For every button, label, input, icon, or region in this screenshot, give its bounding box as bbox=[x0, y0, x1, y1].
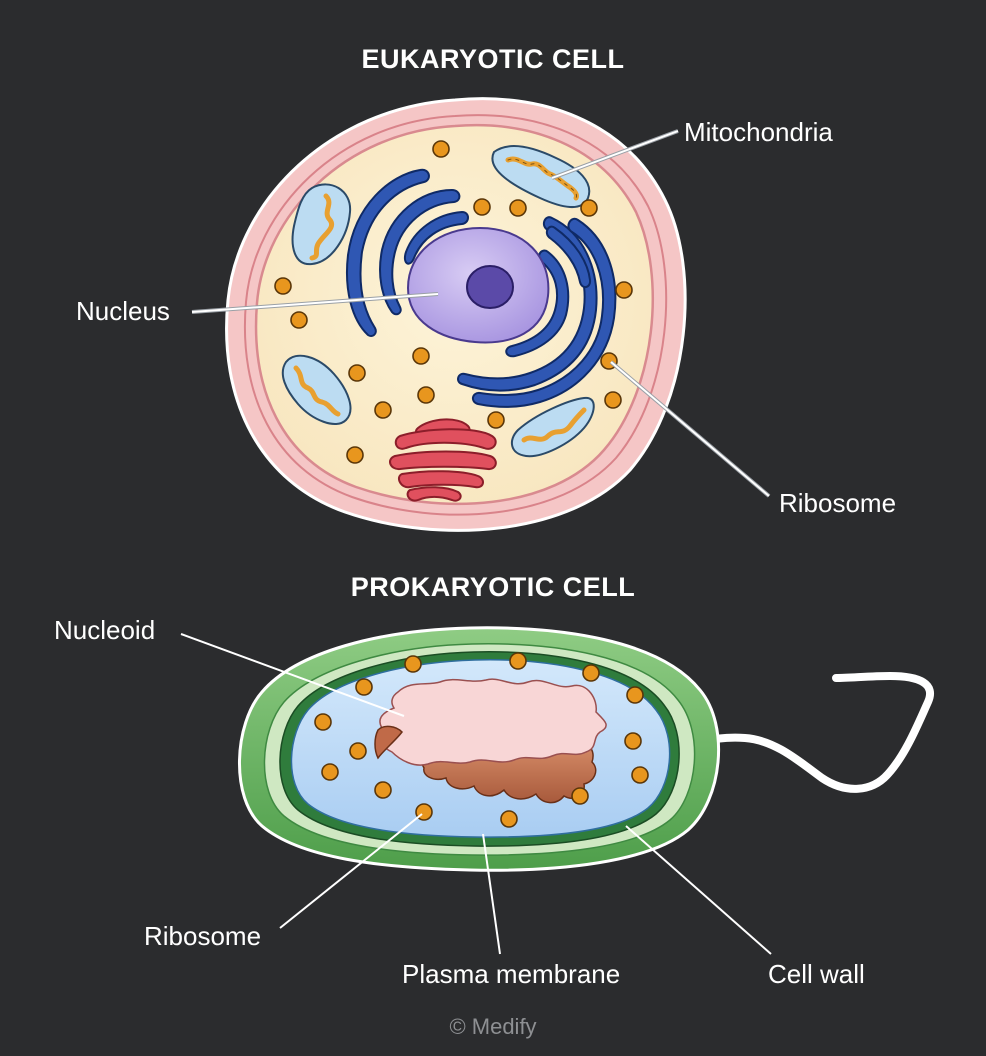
label-nucleoid: Nucleoid bbox=[54, 615, 155, 645]
pro-leader-cell-wall bbox=[625, 825, 772, 955]
pro-leader-ribosome bbox=[279, 813, 423, 929]
euk-ribosome-4 bbox=[580, 199, 598, 217]
mitochondrion-left-top bbox=[291, 183, 352, 266]
euk-leader-mitochondria bbox=[551, 129, 679, 180]
euk-ribosome-3 bbox=[509, 199, 527, 217]
pro-ribosome-8 bbox=[349, 742, 367, 760]
pro-ribosome-5 bbox=[626, 686, 644, 704]
euk-ribosome-1 bbox=[432, 140, 450, 158]
nucleoid bbox=[374, 678, 607, 804]
endoplasmic-reticulum-left bbox=[346, 168, 469, 338]
pro-ribosome-3 bbox=[582, 664, 600, 682]
label-mitochondria: Mitochondria bbox=[684, 117, 833, 147]
label-pro-ribosome: Ribosome bbox=[144, 921, 261, 951]
nucleolus bbox=[466, 265, 514, 309]
label-plasma-membrane: Plasma membrane bbox=[402, 959, 620, 989]
label-nucleus: Nucleus bbox=[76, 296, 170, 326]
euk-ribosome-7 bbox=[615, 281, 633, 299]
flagellum bbox=[672, 671, 934, 793]
pro-ribosome-1 bbox=[404, 655, 422, 673]
euk-ribosome-12 bbox=[374, 401, 392, 419]
nucleoid-region bbox=[377, 678, 607, 766]
euk-leader-ribosome bbox=[609, 360, 771, 498]
euk-ribosome-6 bbox=[290, 311, 308, 329]
euk-membrane-inner-line bbox=[244, 114, 668, 516]
pro-ribosomes bbox=[314, 652, 649, 828]
pro-leader-nucleoid bbox=[180, 633, 405, 717]
euk-leader-nucleus bbox=[191, 292, 439, 314]
euk-ribosome-9 bbox=[348, 364, 366, 382]
prokaryotic-title: PROKARYOTIC CELL bbox=[351, 572, 636, 602]
pro-ribosome-6 bbox=[314, 713, 332, 731]
pro-ribosome-2 bbox=[509, 652, 527, 670]
eukaryotic-title: EUKARYOTIC CELL bbox=[362, 44, 625, 74]
pro-ribosome-12 bbox=[571, 787, 589, 805]
copyright-footer: © Medify bbox=[449, 1014, 536, 1039]
euk-ribosomes bbox=[274, 140, 633, 464]
label-cell-wall: Cell wall bbox=[768, 959, 865, 989]
pro-ribosome-10 bbox=[631, 766, 649, 784]
mitochondrion-left-bottom bbox=[281, 354, 352, 425]
euk-ribosome-13 bbox=[604, 391, 622, 409]
eukaryotic-cell bbox=[225, 97, 687, 532]
mitochondrion-bottom-right bbox=[510, 396, 595, 458]
euk-ribosome-8 bbox=[412, 347, 430, 365]
nucleoid-dna-fold bbox=[374, 725, 403, 760]
euk-ribosome-14 bbox=[487, 411, 505, 429]
mitochondrion-top-right bbox=[491, 145, 591, 208]
euk-ribosome-5 bbox=[274, 277, 292, 295]
pro-ribosome-7 bbox=[624, 732, 642, 750]
pro-ribosome-14 bbox=[500, 810, 518, 828]
pro-ribosome-11 bbox=[374, 781, 392, 799]
prokaryotic-cell bbox=[238, 626, 934, 872]
label-euk-ribosome: Ribosome bbox=[779, 488, 896, 518]
pro-ribosome-9 bbox=[321, 763, 339, 781]
euk-ribosome-2 bbox=[473, 198, 491, 216]
euk-ribosome-11 bbox=[417, 386, 435, 404]
golgi-apparatus bbox=[389, 418, 497, 502]
pro-ribosome-4 bbox=[355, 678, 373, 696]
pro-leader-plasma-membrane bbox=[482, 833, 501, 955]
euk-ribosome-15 bbox=[346, 446, 364, 464]
